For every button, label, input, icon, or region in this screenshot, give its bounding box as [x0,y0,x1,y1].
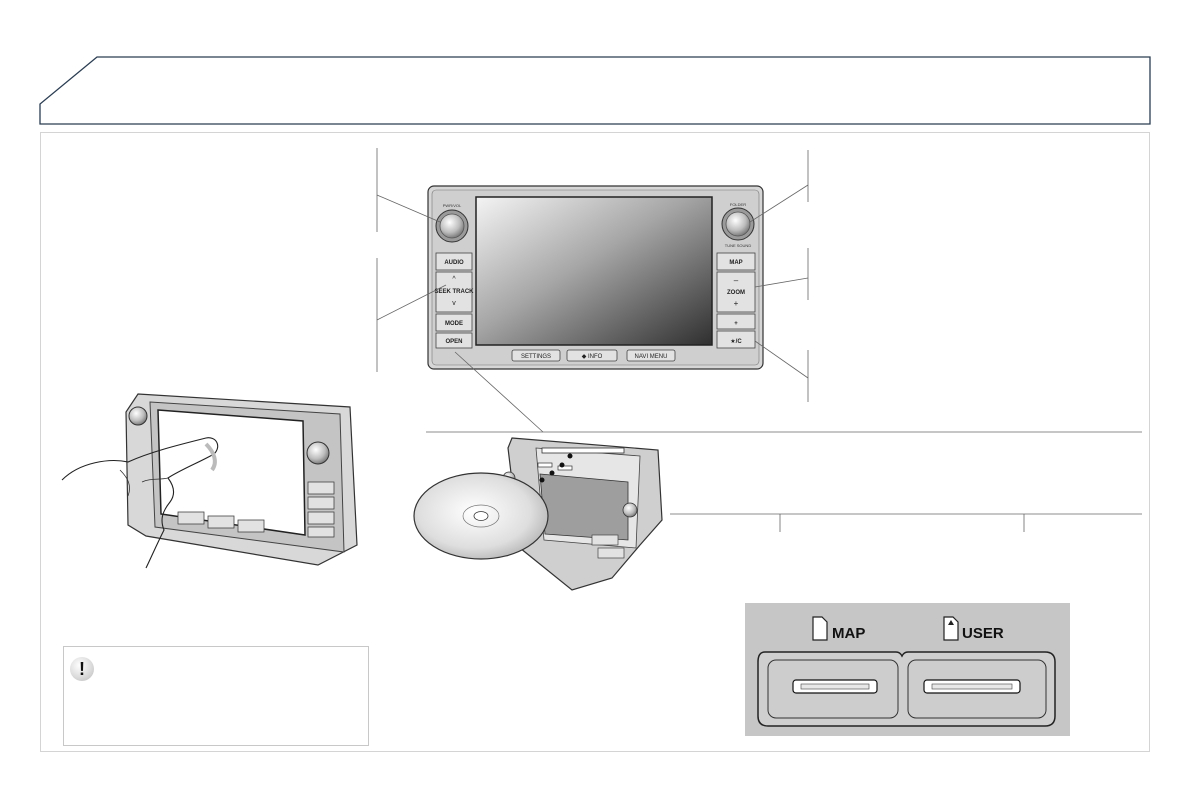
seek-track-button[interactable] [435,271,473,313]
favorite-cancel-label: ★/C [730,338,742,345]
sd-slots-panel: MAP USER [745,603,1070,736]
sd-card-user-icon [943,616,959,641]
directions-button-label: + [734,321,738,327]
knob-right-label-bottom: TUNE SOUND [725,243,752,248]
open-button-label: OPEN [445,339,462,345]
plus-icon: + [734,299,739,308]
knob-left-label: PWR/VOL [443,203,462,208]
touch-screen-illustration [61,393,358,569]
seek-track-label: SEEK TRACK [434,289,474,295]
settings-button[interactable] [511,349,561,362]
map-slot-label: MAP [832,625,865,642]
favorite-cancel-button[interactable] [716,330,756,349]
folder-tune-knob[interactable] [721,207,755,241]
display-screen[interactable] [475,196,713,346]
map-button-label: MAP [729,260,742,266]
navi-menu-button[interactable] [626,349,676,362]
audio-button-label: AUDIO [444,260,464,266]
info-button-label: ◆ INFO [582,354,603,360]
disc-slot-illustration [413,437,663,591]
warning-icon: ! [70,657,94,681]
mode-button[interactable] [435,313,473,332]
sd-card-icon [812,616,828,641]
map-button[interactable] [716,252,756,271]
open-button[interactable] [435,332,473,349]
audio-button[interactable] [435,252,473,271]
head-unit-front: PWR/VOL FOLDER TUNE SOUND AUDIO ^ SEEK T… [427,185,764,370]
info-button[interactable] [566,349,618,362]
minus-icon: – [734,276,739,285]
chevron-down-icon: v [452,300,456,307]
content-frame [40,132,1150,752]
knob-right-label-top: FOLDER [730,202,746,207]
user-slot-label: USER [962,625,1004,642]
chevron-up-icon: ^ [452,276,456,283]
navi-menu-button-label: NAVI MENU [635,354,668,360]
header-banner [39,56,1151,125]
settings-button-label: SETTINGS [521,354,551,360]
mode-button-label: MODE [445,321,463,327]
zoom-button-label: ZOOM [727,290,745,296]
power-volume-knob[interactable] [435,209,469,243]
callout-lines [376,148,1142,532]
directions-button[interactable] [716,313,756,330]
warning-box: ! [63,646,369,746]
zoom-button[interactable] [716,271,756,313]
